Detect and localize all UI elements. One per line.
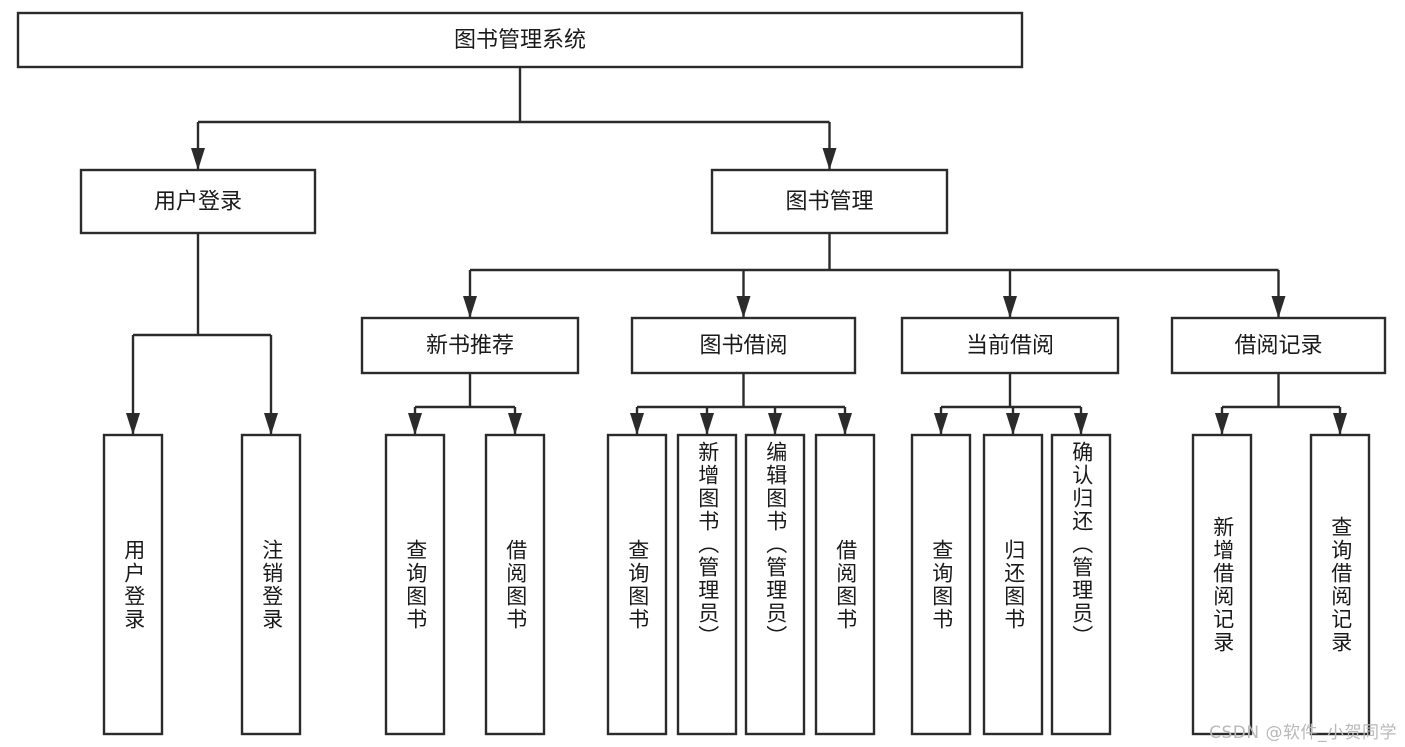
- node-leaf-4[interactable]: [606, 433, 668, 736]
- node-level3-label-2: 当前借阅: [966, 334, 1054, 359]
- connector-arrow-icon-level3-3: [1271, 296, 1286, 318]
- node-rect: [1170, 316, 1387, 375]
- node-rect: [982, 433, 1044, 736]
- connector-arrow-icon-leaf-3: [508, 413, 522, 435]
- node-level2-label-0: 用户登录: [154, 190, 242, 215]
- node-leaf-0[interactable]: [102, 433, 164, 736]
- node-rect: [910, 433, 972, 736]
- node-rect: [1050, 433, 1112, 736]
- node-level3-label-1: 图书借阅: [699, 334, 787, 359]
- connector-arrow-icon-leaf-11: [1215, 413, 1229, 435]
- node-rect: [1191, 433, 1253, 736]
- connector-arrow-icon-level2-0: [191, 148, 205, 170]
- connector-arrow-icon-leaf-5: [700, 413, 714, 435]
- node-leaf-5[interactable]: [676, 433, 738, 736]
- connector-arrow-icon-leaf-1: [264, 413, 278, 435]
- node-level2-0[interactable]: [79, 168, 317, 235]
- node-leaf-1[interactable]: [240, 433, 302, 736]
- node-leaf-2[interactable]: [384, 433, 446, 736]
- node-leaf-10[interactable]: [1050, 433, 1112, 736]
- node-leaf-6[interactable]: [744, 433, 806, 736]
- node-rect: [79, 168, 317, 235]
- node-leaf-7[interactable]: [814, 433, 876, 736]
- connector-arrow-icon-level3-0: [463, 296, 477, 318]
- node-leaf-12[interactable]: [1309, 433, 1371, 736]
- node-leaf-11[interactable]: [1191, 433, 1253, 736]
- connector-arrow-icon-leaf-9: [1006, 413, 1020, 435]
- node-rect: [16, 11, 1024, 69]
- node-rect: [1309, 433, 1371, 736]
- node-rect: [102, 433, 164, 736]
- node-rect: [744, 433, 806, 736]
- connector-arrow-icon-leaf-10: [1074, 413, 1088, 435]
- connector-arrow-icon-level3-2: [1003, 296, 1017, 318]
- node-rect: [710, 168, 949, 235]
- node-leaf-3[interactable]: [484, 433, 546, 736]
- node-level3-3[interactable]: [1170, 316, 1387, 375]
- connector-arrow-icon-leaf-2: [408, 413, 422, 435]
- node-leaf-8[interactable]: [910, 433, 972, 736]
- node-rect: [814, 433, 876, 736]
- node-rect: [676, 433, 738, 736]
- connector-arrow-icon-leaf-4: [630, 413, 644, 435]
- node-root-label: 图书管理系统: [454, 28, 586, 53]
- csdn-watermark: CSDN @软件_小贺同学: [1209, 723, 1397, 743]
- node-rect: [484, 433, 546, 736]
- node-leaf-9[interactable]: [982, 433, 1044, 736]
- connector-arrow-icon-leaf-8: [934, 413, 948, 435]
- node-level3-1[interactable]: [630, 316, 857, 375]
- node-level2-1[interactable]: [710, 168, 949, 235]
- node-rect: [240, 433, 302, 736]
- node-level3-label-0: 新书推荐: [426, 334, 514, 359]
- connector-arrow-icon-leaf-0: [126, 413, 140, 435]
- connector-arrow-icon-level2-1: [822, 148, 837, 170]
- node-rect: [384, 433, 446, 736]
- connector-arrow-icon-leaf-7: [838, 413, 852, 435]
- connector-arrow-icon-level3-1: [736, 296, 751, 318]
- connector-arrow-icon-leaf-12: [1333, 413, 1347, 435]
- connector-arrow-icon-leaf-6: [768, 413, 782, 435]
- node-level3-label-3: 借阅记录: [1234, 334, 1322, 359]
- node-root[interactable]: [16, 11, 1024, 69]
- node-level2-label-1: 图书管理: [785, 190, 873, 215]
- node-rect: [630, 316, 857, 375]
- node-rect: [606, 433, 668, 736]
